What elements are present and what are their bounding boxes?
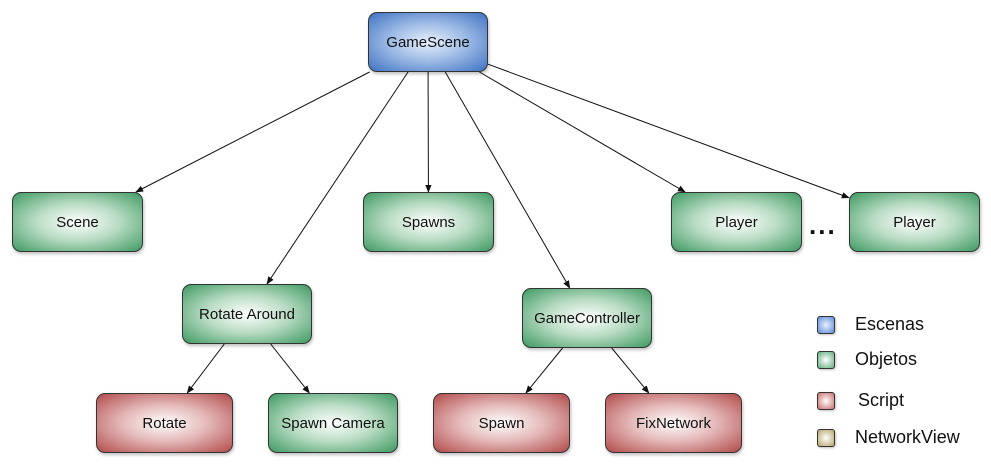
edge-gamescene-to-rotate_around xyxy=(266,71,409,285)
edge-gamescene-to-gamecontroller xyxy=(444,71,571,289)
edge-gamescene-to-player_1 xyxy=(479,71,686,193)
node-player-1: Player xyxy=(671,192,802,252)
node-rotate: Rotate xyxy=(96,393,233,453)
legend-swatch-script xyxy=(817,391,835,410)
node-scene: Scene xyxy=(12,192,143,252)
legend-swatch-networkview xyxy=(817,428,835,447)
legend-item-networkview: NetworkView xyxy=(817,427,960,448)
node-spawn: Spawn xyxy=(433,393,570,453)
legend-label-objetos: Objetos xyxy=(855,349,918,369)
edge-gamescene-to-scene xyxy=(135,71,370,193)
legend-item-objetos: Objetos xyxy=(817,349,917,370)
node-rotate-around: Rotate Around xyxy=(182,284,312,344)
ellipsis: ... xyxy=(809,210,837,240)
legend-label-networkview: NetworkView xyxy=(855,427,960,447)
legend-swatch-objetos xyxy=(817,350,835,369)
legend-label-script: Script xyxy=(858,390,905,410)
legend-swatch-escenas xyxy=(817,315,835,334)
edge-rotate_around-to-spawn_camera xyxy=(270,343,310,394)
edge-gamecontroller-to-spawn xyxy=(525,347,563,394)
node-spawn-camera: Spawn Camera xyxy=(268,393,398,453)
node-gamecontroller: GameController xyxy=(522,288,652,348)
edge-rotate_around-to-rotate xyxy=(186,343,225,394)
node-player-2: Player xyxy=(849,192,980,252)
node-gamescene: GameScene xyxy=(368,12,488,72)
legend-label-escenas: Escenas xyxy=(855,314,925,334)
node-spawns: Spawns xyxy=(363,192,494,252)
node-fixnetwork: FixNetwork xyxy=(605,393,742,453)
edge-gamecontroller-to-fixnetwork xyxy=(611,347,650,394)
legend-item-escenas: Escenas xyxy=(817,314,924,335)
edge-gamescene-to-player_2 xyxy=(487,63,850,199)
legend-item-script: Script xyxy=(817,390,904,411)
